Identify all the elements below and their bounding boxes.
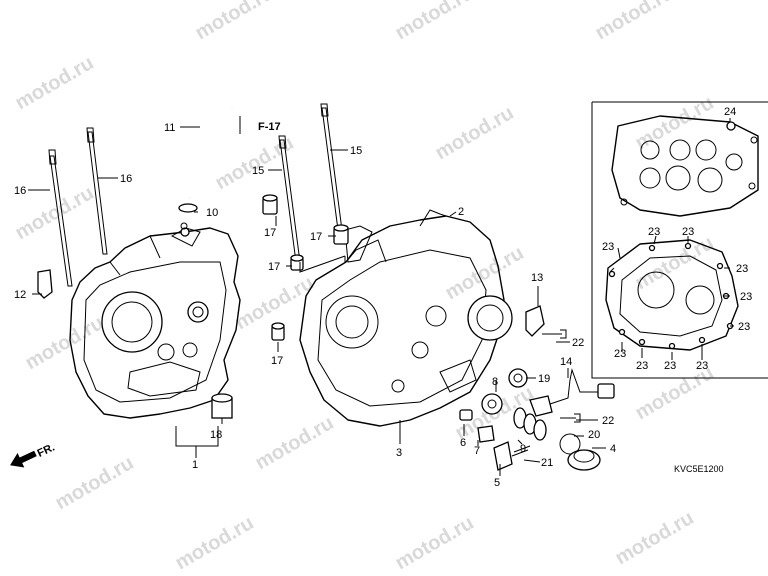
watermark: motod.ru <box>252 412 338 474</box>
watermark: motod.ru <box>172 512 258 574</box>
callout-20: 20 <box>588 429 600 441</box>
watermark-layer: motod.ru motod.ru motod.ru motod.ru moto… <box>12 0 718 574</box>
inset-frame <box>591 101 768 379</box>
callout-21: 21 <box>541 457 553 469</box>
arrow-icon <box>10 450 37 468</box>
callout-17b: 17 <box>310 231 322 243</box>
stud-bolts-16 <box>48 127 108 287</box>
callout-2: 2 <box>458 206 464 218</box>
breather-hose <box>183 105 233 200</box>
watermark: motod.ru <box>592 0 678 44</box>
callout-17c: 17 <box>268 261 280 273</box>
hose-clip-10 <box>178 203 198 213</box>
callout-10: 10 <box>206 207 218 219</box>
reference-f17: F-17 <box>258 121 281 133</box>
callout-9: 9 <box>520 443 526 455</box>
right-crankcase-cover <box>611 115 759 217</box>
callout-23a: 23 <box>602 241 614 253</box>
callout-5: 5 <box>494 477 500 489</box>
callout-13: 13 <box>531 272 543 284</box>
callout-6: 6 <box>460 437 466 449</box>
callout-16a: 16 <box>14 185 26 197</box>
callout-12: 12 <box>14 289 26 301</box>
leader-lines <box>28 116 734 476</box>
callout-23g: 23 <box>614 348 626 360</box>
watermark: motod.ru <box>192 0 278 44</box>
callout-15b: 15 <box>350 145 362 157</box>
watermark: motod.ru <box>12 52 98 114</box>
left-crankcase-half <box>69 222 241 419</box>
callout-7: 7 <box>474 445 480 457</box>
clip-12 <box>37 269 53 299</box>
callout-17a: 17 <box>264 227 276 239</box>
watermark: motod.ru <box>392 0 478 44</box>
callout-16b: 16 <box>120 173 132 185</box>
callout-18: 18 <box>210 429 222 441</box>
callout-23d: 23 <box>736 263 748 275</box>
callout-24: 24 <box>724 106 736 118</box>
callout-11: 11 <box>164 122 175 134</box>
watermark: motod.ru <box>612 507 698 569</box>
callout-23e: 23 <box>740 291 752 303</box>
callout-23c: 23 <box>682 226 694 238</box>
watermark: motod.ru <box>442 242 528 304</box>
callout-23j: 23 <box>696 360 708 372</box>
bearing-18 <box>211 393 233 419</box>
callout-15a: 15 <box>252 165 264 177</box>
callout-14: 14 <box>560 356 572 368</box>
gasket-plate <box>605 239 739 351</box>
callout-labels: 1 2 3 4 5 6 7 8 9 10 11 12 13 14 15 15 1… <box>14 106 752 489</box>
watermark: motod.ru <box>22 312 108 374</box>
callout-23f: 23 <box>738 321 750 333</box>
callout-22a: 22 <box>572 337 584 349</box>
callout-1: 1 <box>192 459 198 471</box>
callout-23i: 23 <box>664 360 676 372</box>
callout-8: 8 <box>492 376 498 388</box>
right-crankcase-half <box>299 209 513 427</box>
callout-3: 3 <box>396 447 402 459</box>
callout-22b: 22 <box>602 415 614 427</box>
callout-23h: 23 <box>636 360 648 372</box>
callout-23b: 23 <box>648 226 660 238</box>
front-direction-arrow: FR. <box>10 441 57 468</box>
watermark: motod.ru <box>432 102 518 164</box>
watermark: motod.ru <box>52 452 138 514</box>
callout-19: 19 <box>538 373 550 385</box>
watermark: motod.ru <box>632 92 718 154</box>
callout-17d: 17 <box>271 355 283 367</box>
small-parts <box>459 305 615 471</box>
front-marker-label: FR. <box>36 441 57 459</box>
watermark: motod.ru <box>392 512 478 574</box>
diagram-code: KVC5E1200 <box>674 464 724 474</box>
callout-4: 4 <box>610 443 616 455</box>
